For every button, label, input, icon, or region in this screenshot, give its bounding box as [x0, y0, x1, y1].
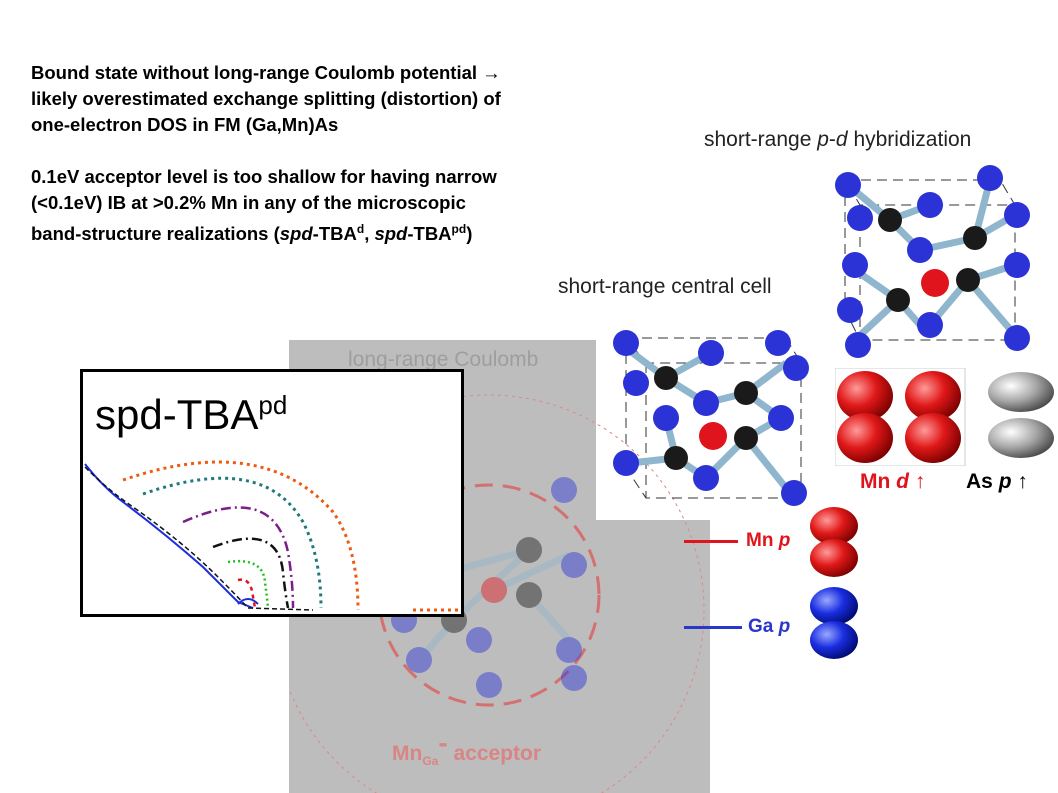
base-curve	[84, 463, 254, 609]
ga-atoms	[835, 165, 1030, 358]
outer-coulomb-circle	[289, 394, 705, 793]
curve-orange	[122, 460, 360, 611]
as-atoms	[878, 208, 987, 312]
faint-crystal	[391, 477, 587, 698]
para2-line3: band-structure realizations (spd-TBAd, s…	[31, 222, 473, 245]
as-atoms	[654, 366, 758, 470]
ga-atoms	[613, 330, 809, 506]
curve-green	[227, 559, 270, 609]
as-p-orbital	[988, 372, 1054, 458]
mn-ga-p-orbitals	[810, 507, 858, 659]
inset-title: spd-TBApd	[95, 390, 288, 438]
para1-line1: Bound state without long-range Coulomb p…	[31, 62, 501, 83]
curve-purple	[182, 506, 295, 609]
dos-inset: spd-TBApd	[80, 369, 464, 617]
mn-atom	[699, 422, 727, 450]
ga-p-orbital	[810, 587, 858, 659]
label-mn-p: Mn p	[746, 530, 791, 551]
mn-d-orbital	[837, 371, 961, 463]
curve-black	[212, 537, 290, 609]
pd-hybridization-crystal	[835, 165, 1030, 358]
coulomb-potential-svg	[289, 394, 705, 793]
curve-red	[237, 578, 257, 609]
mn-p-orbital	[810, 507, 858, 577]
caption-long-range-coulomb: long-range Coulomb	[348, 348, 539, 371]
dos-curves	[84, 460, 461, 612]
label-mn-d: Mn d ↑	[860, 470, 926, 493]
caption-pd-hybridization: short-range p-d hybridization	[704, 128, 972, 151]
mn-p-line	[684, 540, 738, 543]
para1-line2: likely overestimated exchange splitting …	[31, 88, 501, 109]
orbitals-svg	[835, 368, 1054, 466]
ga-p-line	[684, 626, 742, 629]
mn-atom	[921, 269, 949, 297]
label-ga-p: Ga p	[748, 616, 791, 637]
para1-line3: one-electron DOS in FM (Ga,Mn)As	[31, 114, 339, 135]
label-as-p: As p ↑	[966, 470, 1028, 493]
caption-central-cell: short-range central cell	[558, 275, 772, 298]
central-cell-crystal	[613, 330, 809, 506]
para2-line1: 0.1eV acceptor level is too shallow for …	[31, 166, 497, 187]
description-text: Bound state without long-range Coulomb p…	[31, 60, 661, 247]
curve-teal	[142, 476, 323, 609]
para2-line2: (<0.1eV) IB at >0.2% Mn in any of the mi…	[31, 192, 466, 213]
caption-mn-acceptor: MnGa- acceptor	[392, 727, 542, 769]
